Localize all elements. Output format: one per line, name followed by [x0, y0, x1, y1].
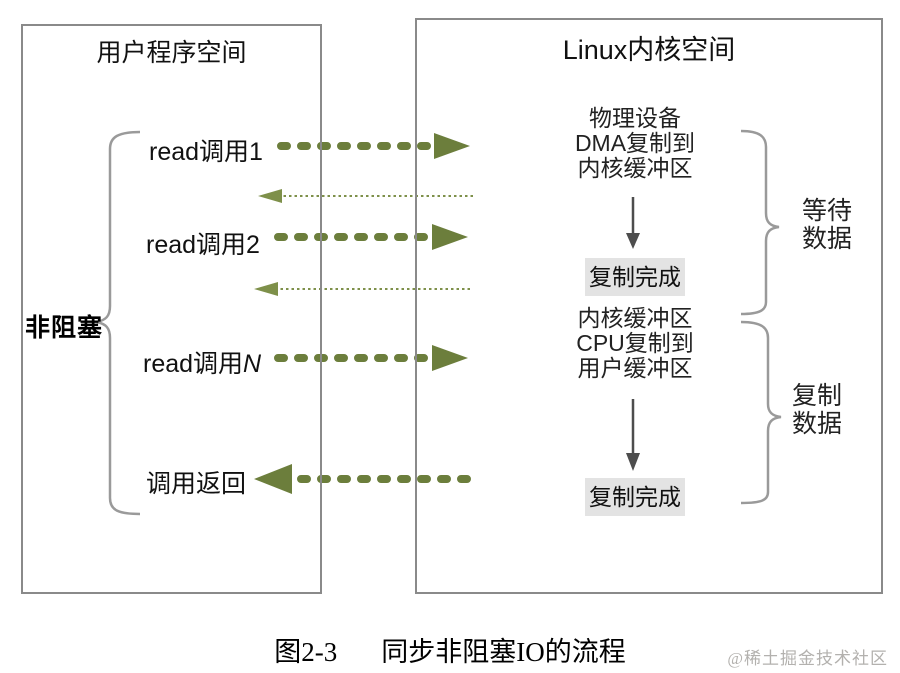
read-call-n-prefix: read调用 [143, 350, 244, 378]
copy-done-box-2: 复制完成 [585, 478, 685, 516]
read-call-1-prefix: read调用 [149, 138, 250, 166]
stage1-line-1: 物理设备 [589, 105, 681, 131]
read-call-n-label: read调用N [143, 344, 261, 380]
read-call-n-suffix: N [243, 350, 262, 378]
stage1-text-block: 物理设备 DMA复制到 内核缓冲区 [515, 106, 755, 181]
stage1-line-2: DMA复制到 [574, 130, 696, 156]
wait-data-label: 等待 数据 [801, 197, 852, 253]
stage2-line-2: CPU复制到 [576, 330, 694, 356]
nonblocking-label: 非阻塞 [25, 314, 104, 342]
copy-done-box-1: 复制完成 [585, 258, 685, 296]
figure-title: 同步非阻塞IO的流程 [381, 637, 626, 667]
stage2-line-1: 内核缓冲区 [577, 305, 693, 331]
call-return-label: 调用返回 [146, 470, 247, 498]
stage2-text-block: 内核缓冲区 CPU复制到 用户缓冲区 [515, 306, 755, 381]
read-call-1-suffix: 1 [249, 138, 263, 166]
kernel-space-title: Linux内核空间 [562, 35, 736, 65]
read-call-2-suffix: 2 [246, 231, 260, 259]
read-call-2-prefix: read调用 [146, 231, 247, 259]
figure-caption: 图2-3 同步非阻塞IO的流程 [0, 630, 900, 669]
user-space-box [21, 24, 322, 594]
figure-number: 图2-3 [274, 637, 338, 667]
copy-data-label: 复制 数据 [791, 382, 842, 438]
user-space-title: 用户程序空间 [96, 39, 247, 67]
stage2-line-3: 用户缓冲区 [577, 355, 693, 381]
watermark-text: @稀土掘金技术社区 [727, 649, 888, 668]
read-call-1-label: read调用1 [149, 132, 263, 168]
stage1-line-3: 内核缓冲区 [577, 155, 693, 181]
read-call-2-label: read调用2 [146, 225, 260, 261]
kernel-space-box [415, 18, 883, 594]
